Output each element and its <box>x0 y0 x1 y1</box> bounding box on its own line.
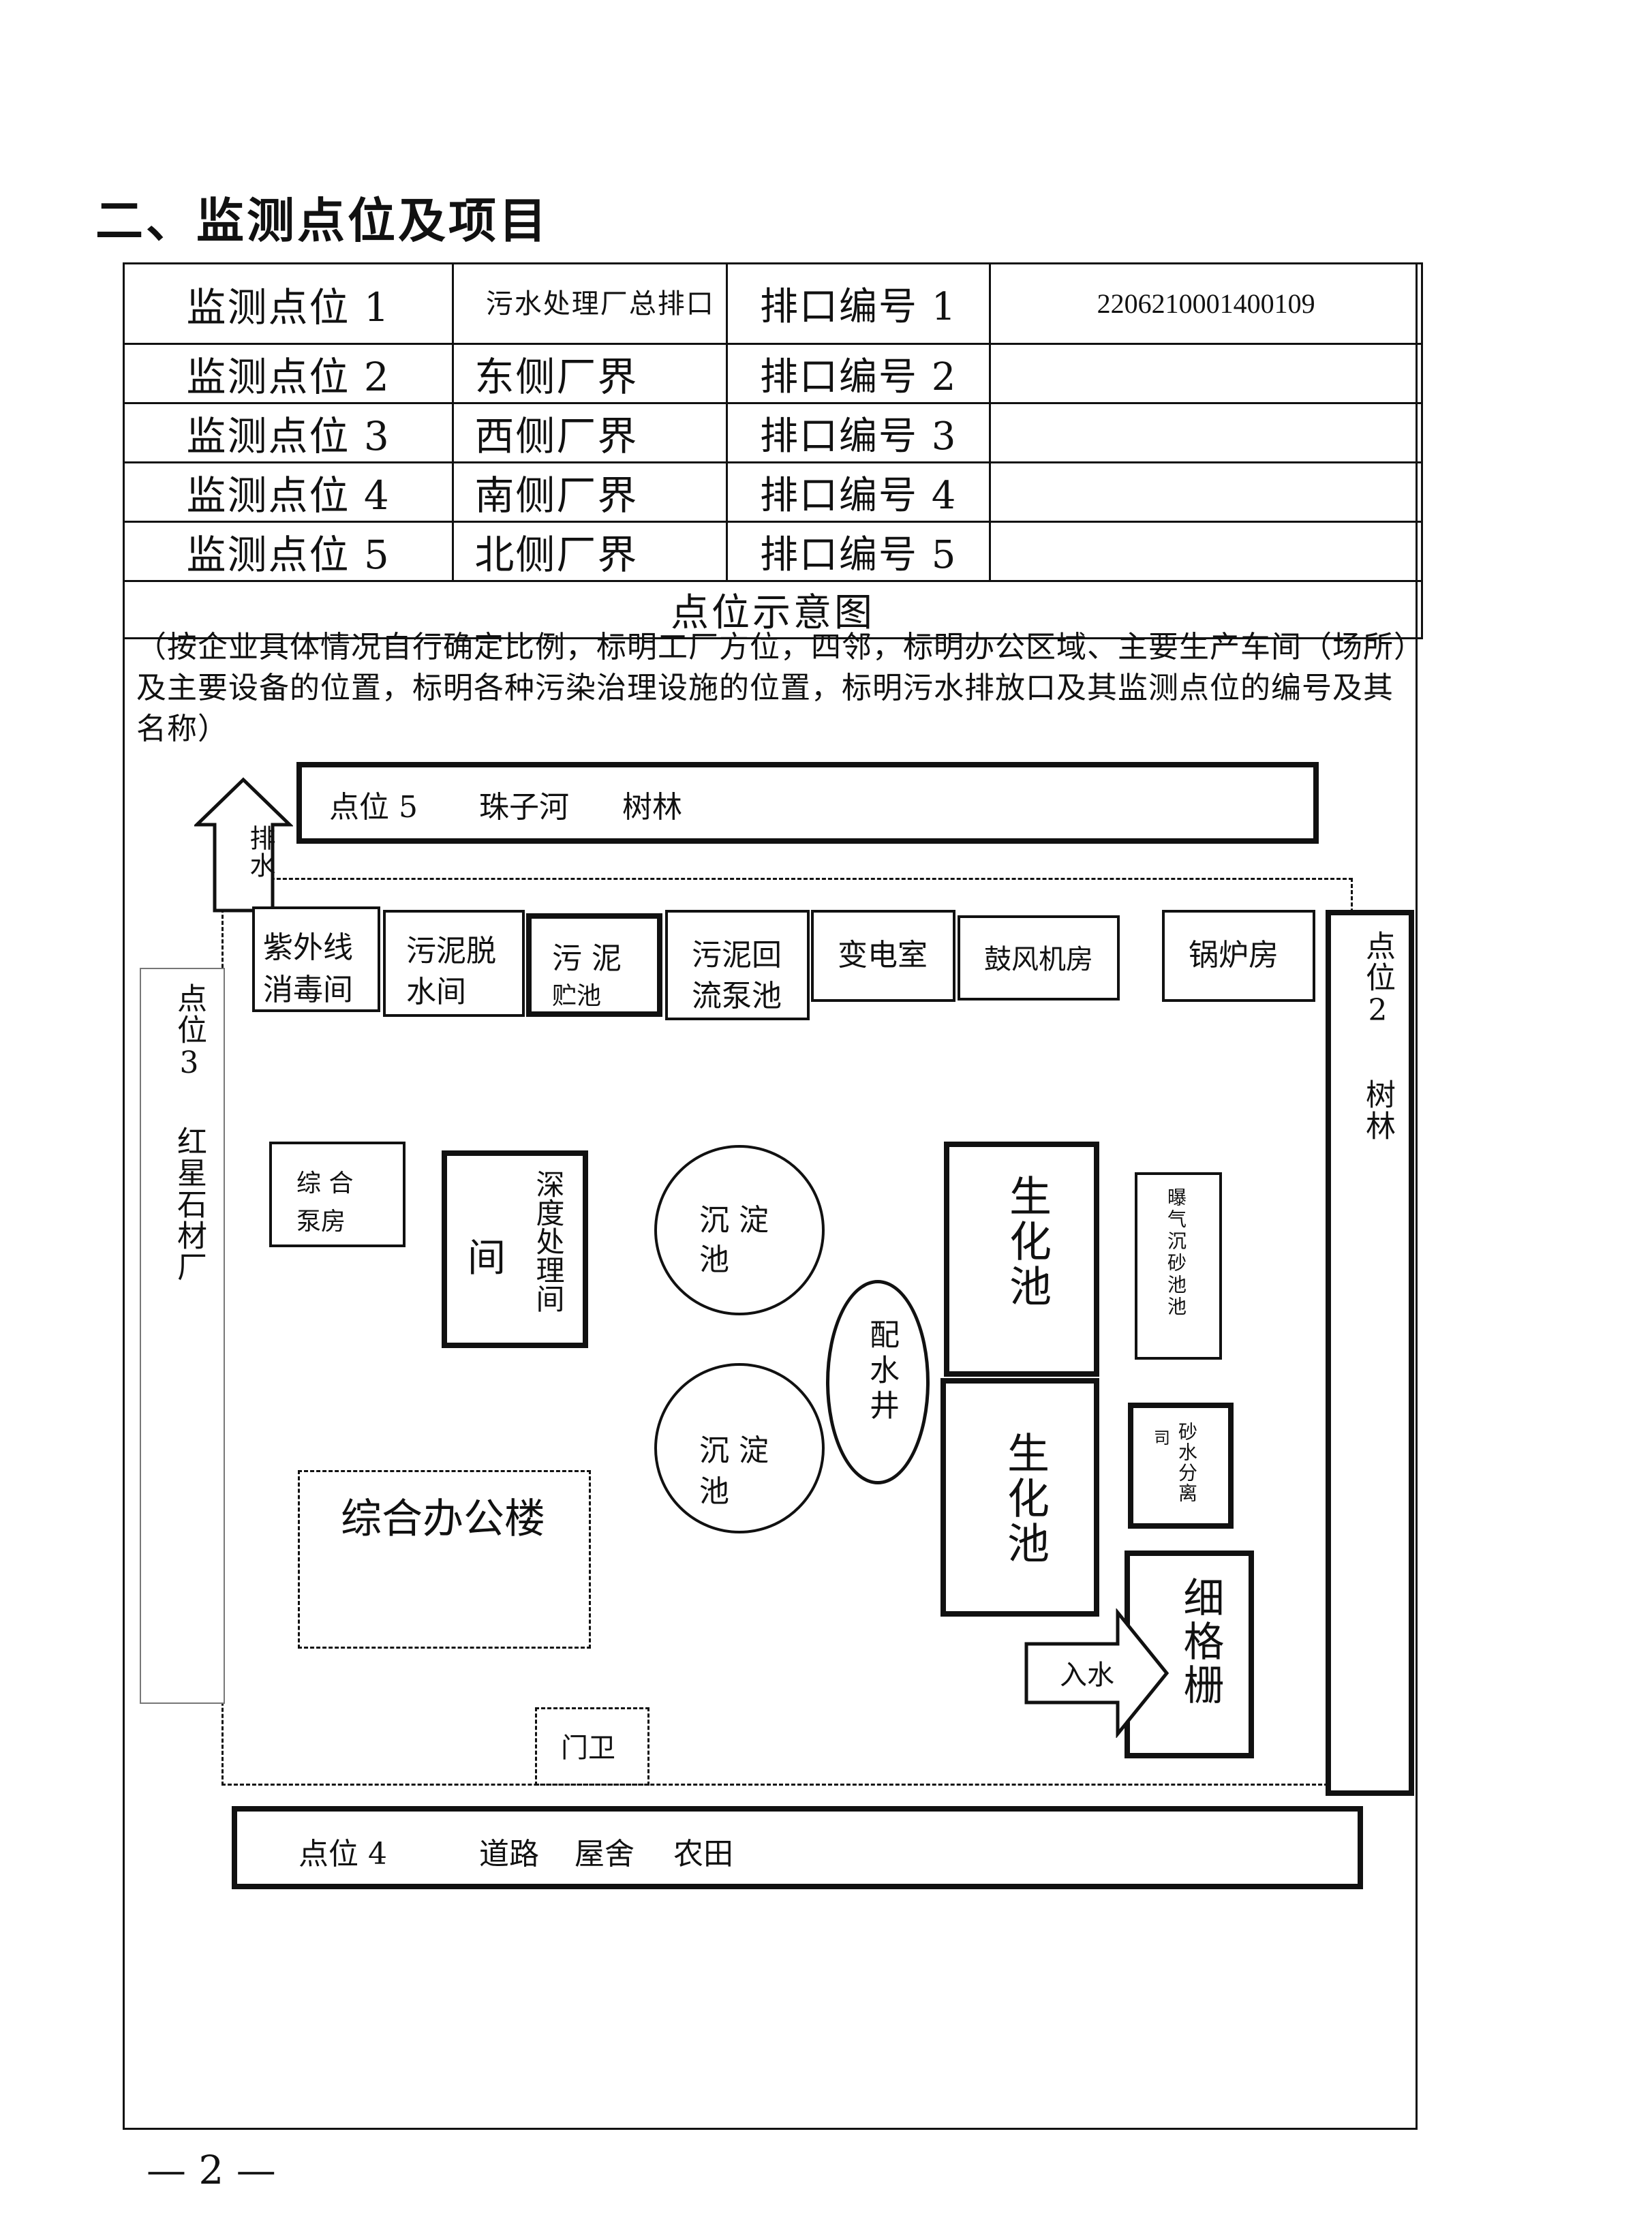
deep-label-b: 深度处理间 <box>532 1170 565 1313</box>
dewater-label-2: 水间 <box>406 975 466 1009</box>
sed2-label-2: 池 <box>699 1474 729 1509</box>
pump-label-2: 泵房 <box>296 1208 346 1236</box>
biochemical-tank-1: 生化池 <box>944 1142 1099 1377</box>
table-row: 监测点位 1 污水处理厂总排口 排口编号 1 2206210001400109 <box>122 262 1423 345</box>
water-distribution-well: 配水井 <box>826 1280 930 1484</box>
inflow-label: 入水 <box>1060 1660 1114 1691</box>
pump-label-1: 综 合 <box>296 1170 354 1197</box>
west-boundary-strip: 点位3 红星石材厂 <box>140 968 225 1704</box>
deep-treatment-room: 间 深度处理间 <box>442 1150 588 1348</box>
office-label: 综合办公楼 <box>341 1495 545 1543</box>
monitoring-table: 监测点位 1 污水处理厂总排口 排口编号 1 2206210001400109 … <box>122 262 1423 639</box>
aerated-grit-chamber: 曝气沉砂池池 <box>1135 1172 1222 1360</box>
code-cell <box>989 461 1423 523</box>
storage-label-2: 贮池 <box>552 982 602 1010</box>
boiler-label: 锅炉房 <box>1189 938 1279 973</box>
bio1-label: 生化池 <box>1002 1174 1052 1309</box>
sed1-label-2: 池 <box>699 1242 729 1277</box>
point-cell: 监测点位 1 <box>122 262 455 345</box>
location-cell: 北侧厂界 <box>452 521 729 582</box>
point-cell: 监测点位 2 <box>122 343 455 404</box>
outlet-cell: 排口编号 2 <box>726 343 992 404</box>
return-label-2: 流泵池 <box>692 979 782 1013</box>
section-heading: 二、监测点位及项目 <box>95 192 549 249</box>
uv-label-1: 紫外线 <box>263 930 353 965</box>
west-neighbor: 红星石材厂 <box>172 1126 206 1283</box>
table-row: 监测点位 2 东侧厂界 排口编号 2 <box>122 343 1423 404</box>
map-title-row: 点位示意图 <box>123 580 1423 639</box>
location-cell: 西侧厂界 <box>452 402 729 463</box>
east-boundary-bar: 点位2 树林 <box>1326 910 1414 1796</box>
location-cell: 南侧厂界 <box>452 461 729 523</box>
sand-water-separator: 司 砂水分离 <box>1128 1403 1234 1529</box>
table-row: 监测点位 5 北侧厂界 排口编号 5 <box>122 521 1423 582</box>
outlet-cell: 排口编号 1 <box>726 262 992 345</box>
map-title: 点位示意图 <box>123 580 1423 639</box>
blower-label: 鼓风机房 <box>984 944 1093 975</box>
south-neighbor-farmland: 农田 <box>673 1837 733 1872</box>
sedimentation-tank-2: 沉 淀 池 <box>654 1363 825 1533</box>
west-point-label: 点位3 <box>172 983 206 1082</box>
code-cell <box>989 402 1423 463</box>
inflow-arrow-icon <box>1024 1608 1169 1738</box>
sep-label-b: 砂水分离 <box>1176 1422 1198 1503</box>
north-neighbor-forest: 树林 <box>622 790 682 825</box>
code-cell <box>989 521 1423 582</box>
gate-label: 门卫 <box>561 1732 615 1764</box>
uv-label-2: 消毒间 <box>263 973 353 1007</box>
deep-label-a: 间 <box>468 1236 506 1281</box>
outlet-cell: 排口编号 3 <box>726 402 992 463</box>
boiler-room: 锅炉房 <box>1162 910 1315 1002</box>
sedimentation-tank-1: 沉 淀 池 <box>654 1145 825 1315</box>
uv-disinfection-room: 紫外线 消毒间 <box>252 906 380 1012</box>
bio2-label: 生化池 <box>1000 1431 1050 1566</box>
outlet-cell: 排口编号 5 <box>726 521 992 582</box>
table-row: 监测点位 4 南侧厂界 排口编号 4 <box>122 461 1423 523</box>
page-number: — 2 — <box>147 2147 276 2193</box>
location-cell: 污水处理厂总排口 <box>452 262 729 345</box>
east-neighbor: 树林 <box>1360 1079 1395 1142</box>
point-cell: 监测点位 3 <box>122 402 455 463</box>
point-cell: 监测点位 5 <box>122 521 455 582</box>
sep-label-a: 司 <box>1154 1429 1170 1448</box>
outlet-cell: 排口编号 4 <box>726 461 992 523</box>
biochemical-tank-2: 生化池 <box>940 1378 1099 1617</box>
gate-house: 门卫 <box>535 1707 649 1786</box>
comprehensive-pump-room: 综 合 泵房 <box>269 1142 406 1247</box>
well-label: 配水井 <box>864 1319 899 1425</box>
north-point-label: 点位 5 <box>329 790 418 825</box>
discharge-label: 排水 <box>245 825 275 879</box>
point-cell: 监测点位 4 <box>122 461 455 523</box>
south-neighbor-road: 道路 <box>479 1837 539 1872</box>
sludge-dewatering-room: 污泥脱 水间 <box>383 910 525 1017</box>
sludge-storage-tank: 污 泥 贮池 <box>526 913 662 1017</box>
code-cell: 2206210001400109 <box>989 262 1423 345</box>
storage-label-1: 污 泥 <box>552 941 622 976</box>
office-building: 综合办公楼 <box>298 1470 591 1649</box>
north-boundary-bar: 点位 5 珠子河 树林 <box>296 762 1319 844</box>
map-instructions: （按企业具体情况自行确定比例，标明工厂方位，四邻，标明办公区域、主要生产车间（场… <box>136 630 1409 746</box>
north-neighbor-river: 珠子河 <box>479 790 569 825</box>
substation-label: 变电室 <box>838 938 928 973</box>
sed1-label-1: 沉 淀 <box>699 1203 769 1238</box>
south-point-label: 点位 4 <box>299 1837 387 1872</box>
screen-label: 细格栅 <box>1176 1576 1224 1707</box>
location-cell: 东侧厂界 <box>452 343 729 404</box>
sed2-label-1: 沉 淀 <box>699 1433 769 1468</box>
east-point-label: 点位2 <box>1360 930 1395 1029</box>
discharge-arrow-icon <box>194 777 293 913</box>
dewater-label-1: 污泥脱 <box>406 934 496 968</box>
blower-room: 鼓风机房 <box>958 915 1120 1001</box>
table-row: 监测点位 3 西侧厂界 排口编号 3 <box>122 402 1423 463</box>
south-neighbor-houses: 屋舍 <box>575 1837 634 1872</box>
sludge-return-pump-tank: 污泥回 流泵池 <box>665 910 810 1020</box>
south-boundary-bar: 点位 4 道路 屋舍 农田 <box>232 1806 1363 1889</box>
substation: 变电室 <box>811 910 955 1002</box>
code-cell <box>989 343 1423 404</box>
grit-label: 曝气沉砂池池 <box>1165 1187 1187 1318</box>
return-label-1: 污泥回 <box>692 938 782 973</box>
